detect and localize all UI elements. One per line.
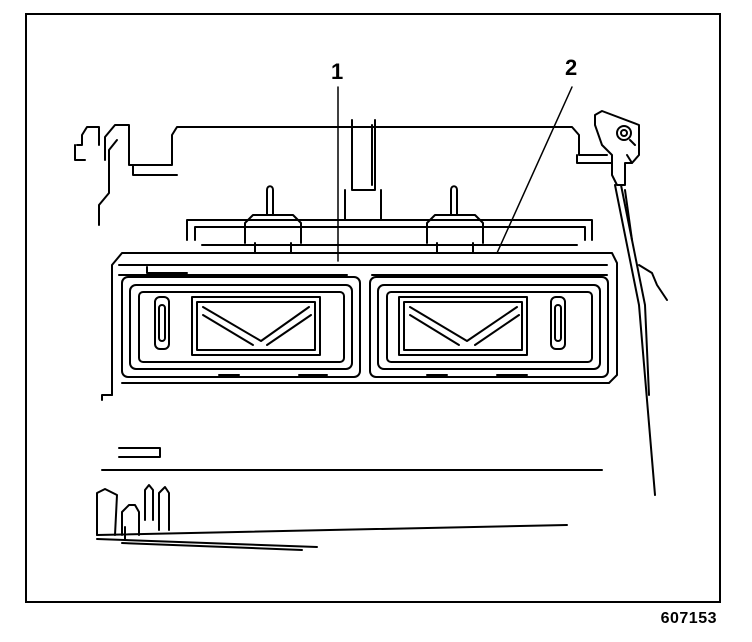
- lower-trim: [101, 394, 603, 471]
- upper-housing: [74, 124, 613, 226]
- callout-label-2: 2: [565, 55, 578, 80]
- module-carrier: [111, 252, 618, 396]
- mounting-bracket: [186, 219, 593, 246]
- right-module: [369, 276, 609, 378]
- line-drawing: [74, 86, 668, 551]
- illustration-frame: 1 2: [25, 13, 721, 603]
- figure-number: 607153: [660, 610, 717, 627]
- right-side-bracket: [594, 110, 668, 496]
- left-module: [121, 276, 361, 378]
- callout-label-1: 1: [331, 59, 344, 84]
- callout-leaders: [337, 86, 573, 262]
- center-post: [344, 119, 382, 221]
- lower-clip: [96, 484, 568, 551]
